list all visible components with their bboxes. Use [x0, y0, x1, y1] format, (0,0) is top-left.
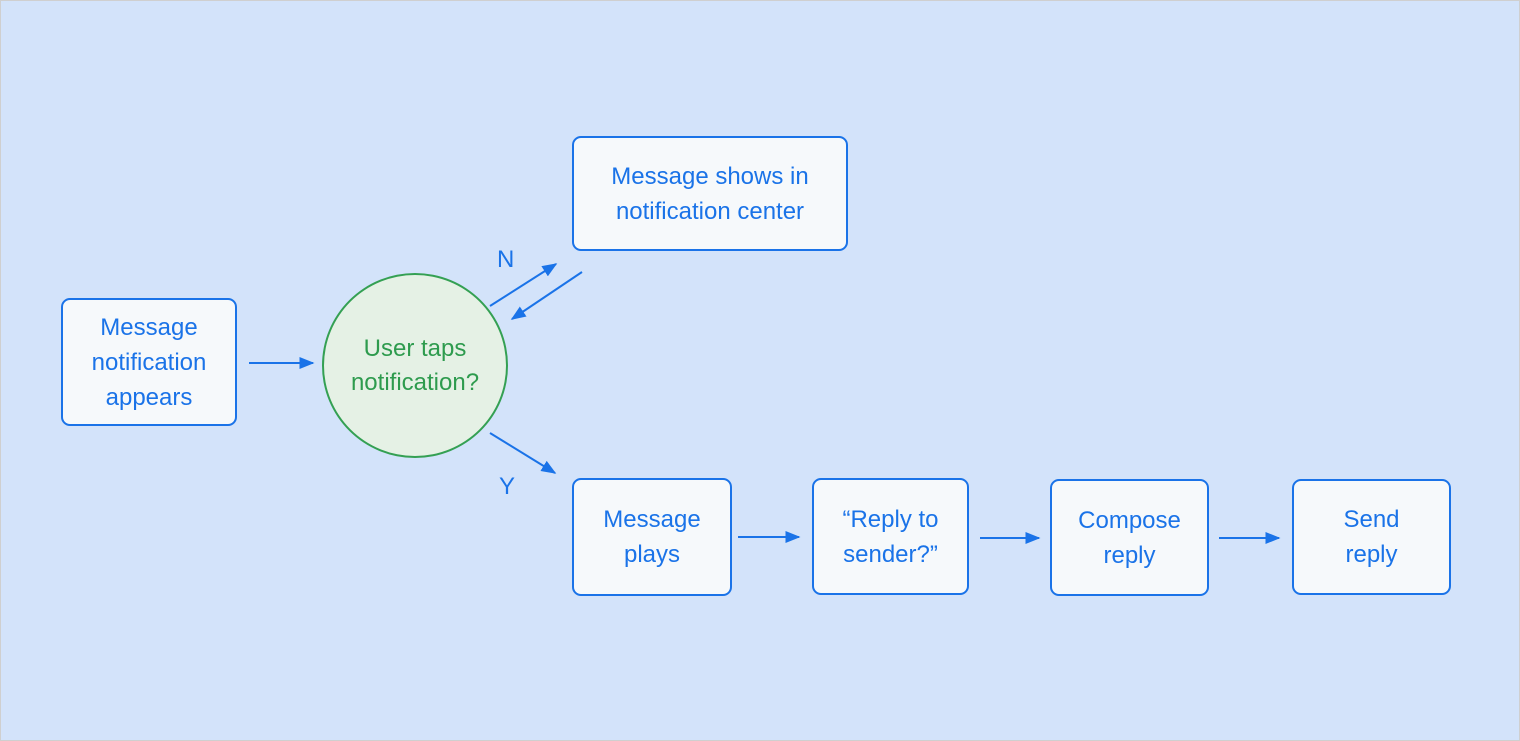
node-line: appears [105, 383, 193, 411]
node-send-reply: Send reply [1292, 479, 1451, 595]
node-decision-user-taps-notification: User taps notification? [322, 273, 508, 458]
node-line: Message [100, 313, 198, 341]
node-message-notification-appears: Message notification appears [61, 298, 237, 426]
arrow-decision-to-plays-y [489, 432, 557, 474]
node-line: reply [1103, 541, 1156, 569]
node-line: notification center [615, 197, 805, 225]
node-reply-to-sender-question: “Reply to sender?” [812, 478, 969, 595]
node-line: notification [91, 348, 207, 376]
node-line: User taps [363, 334, 467, 362]
node-line: Compose [1078, 506, 1181, 534]
node-line: “Reply to [842, 505, 939, 533]
node-line: Send [1343, 506, 1400, 533]
edge-label-no: N [497, 246, 515, 273]
node-line: notification? [350, 368, 480, 396]
node-line: Message [603, 506, 701, 533]
node-line: Message shows in [611, 162, 809, 190]
arrow-center-back-to-decision [510, 271, 583, 320]
edge-label-yes: Y [499, 473, 516, 500]
node-message-plays: Message plays [572, 478, 732, 596]
node-line: plays [623, 541, 681, 568]
node-compose-reply: Compose reply [1050, 479, 1209, 596]
node-line: reply [1345, 541, 1398, 568]
node-message-shows-in-notification-center: Message shows in notification center [572, 136, 848, 251]
node-line: sender?” [843, 540, 938, 568]
